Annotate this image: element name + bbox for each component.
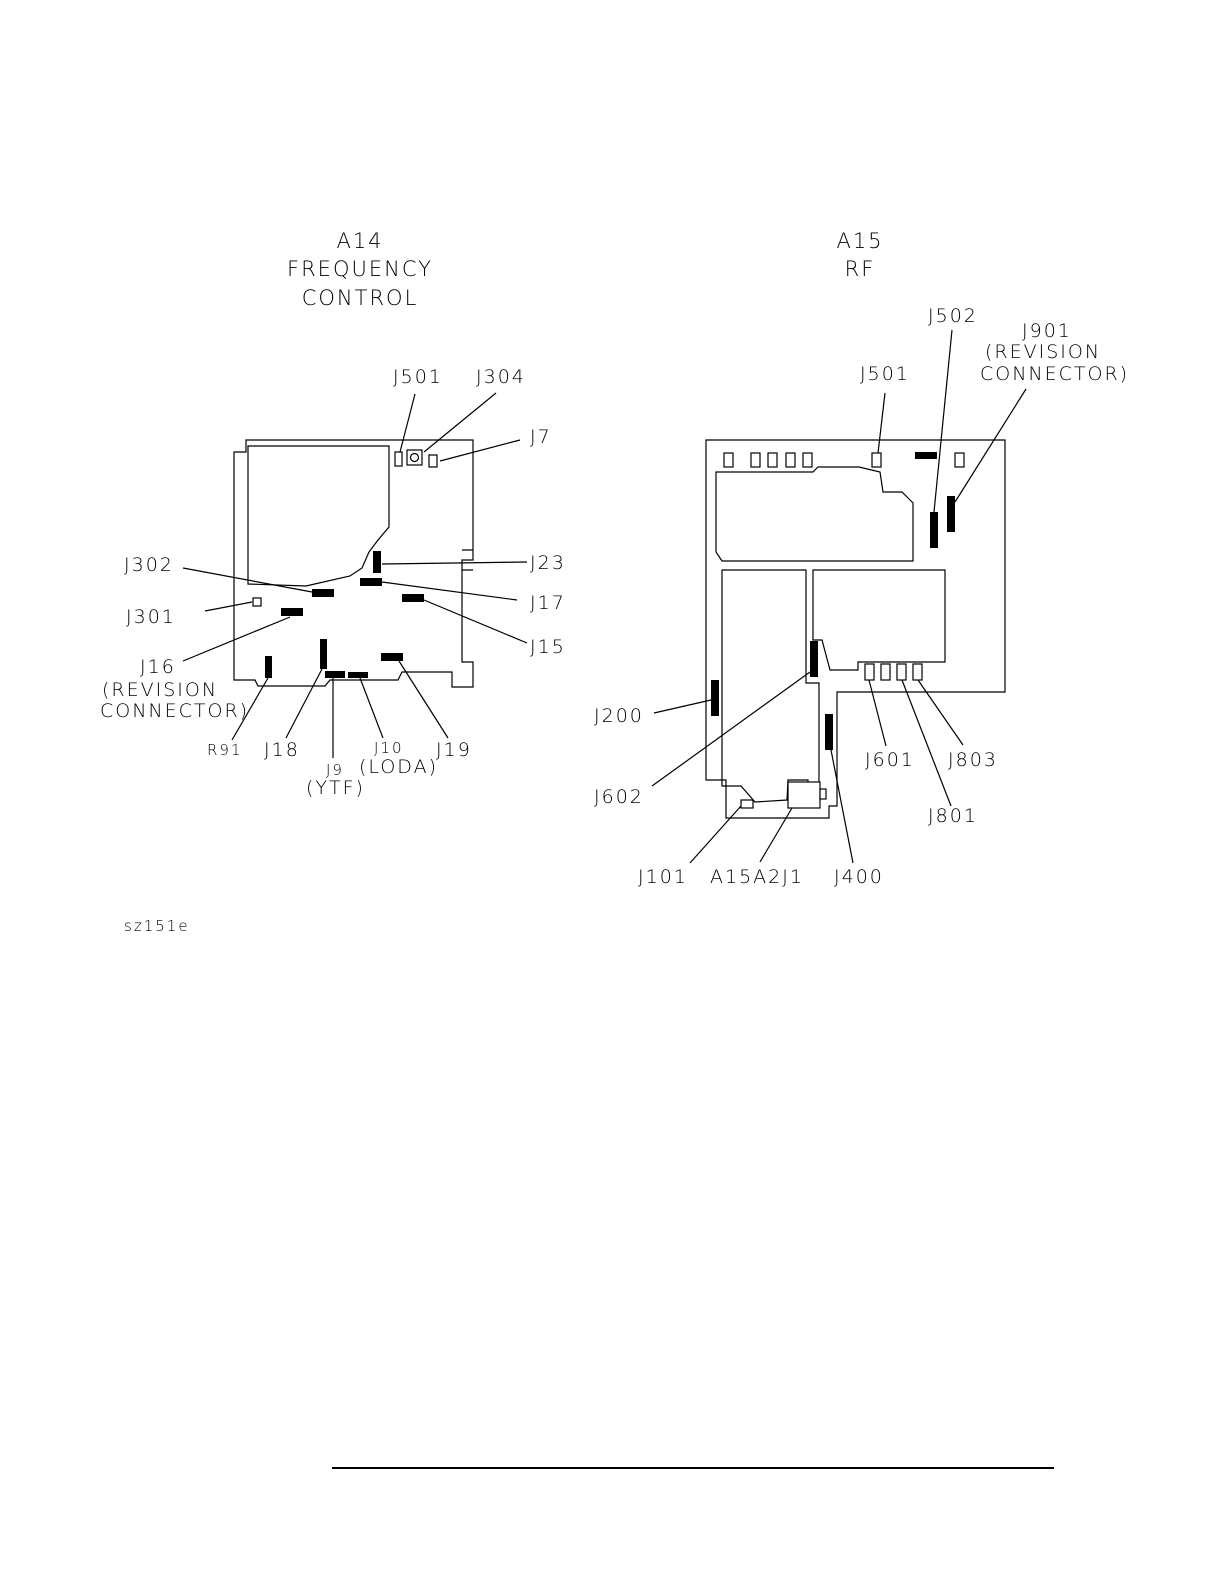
a14-j18-leader <box>286 669 322 738</box>
a15-top-connector-5 <box>803 453 812 467</box>
a15-top-connector-7 <box>955 453 964 467</box>
a14-j23-connector <box>373 551 381 573</box>
a15-board: A15 RF <box>594 229 1129 888</box>
footer-rule <box>332 1467 1054 1469</box>
a15-j502-leader <box>934 330 952 512</box>
a15-j101-connector <box>741 800 753 808</box>
a15-j501-leader <box>878 393 885 453</box>
a14-j16-label-line-2: (REVISION <box>102 679 218 701</box>
a15-right-shield <box>813 570 945 670</box>
a15-top-connector-1 <box>724 453 733 467</box>
a14-j301-label: J301 <box>126 606 176 628</box>
a15-j400-label: J400 <box>834 866 884 888</box>
a14-j302-connector <box>312 589 334 597</box>
a14-r91-label: R91 <box>207 741 243 759</box>
a14-j16-connector <box>281 608 303 616</box>
a14-j19-label: J19 <box>436 739 472 761</box>
a14-j304-leader <box>424 393 496 452</box>
a15-j601-leader <box>869 680 886 746</box>
a14-shield-outline <box>248 446 389 586</box>
a14-j15-connector <box>402 594 424 602</box>
a15-j200-leader <box>654 700 711 713</box>
a14-title-line-1: A14 <box>336 229 383 253</box>
a14-j301-leader <box>205 602 252 611</box>
a15-j200-label: J200 <box>594 705 644 727</box>
a15-j803-leader <box>918 680 963 745</box>
a14-j23-label: J23 <box>530 552 566 574</box>
a14-j304-circle <box>411 454 419 462</box>
a15-j602-connector <box>810 641 818 677</box>
a14-title-line-3: CONTROL <box>302 286 419 310</box>
a15-j801-label: J801 <box>928 805 978 827</box>
a14-j17-label: J17 <box>530 592 566 614</box>
a14-j9-label-line-2: (YTF) <box>306 777 365 799</box>
a14-j10-leader <box>360 678 383 738</box>
a15-connector-extra <box>881 664 890 680</box>
a15-j901-label-line-2: (REVISION <box>985 341 1101 363</box>
a15-a15a2j1-label: A15A2J1 <box>710 866 804 888</box>
a14-j18-label: J18 <box>264 739 300 761</box>
a14-j15-label: J15 <box>530 636 566 658</box>
a14-j501-leader <box>400 394 415 452</box>
a14-j16-label-line-3: CONNECTOR) <box>100 700 249 722</box>
a15-top-connector-3 <box>768 453 777 467</box>
a15-a15a2j1-connector <box>788 782 820 808</box>
a15-j400-connector <box>825 714 833 750</box>
a14-j10-label-line-2: (LODA) <box>359 756 438 778</box>
a15-j101-label: J101 <box>638 866 688 888</box>
a15-top-connector-4 <box>786 453 795 467</box>
a14-j10-connector <box>348 672 368 678</box>
a15-j901-leader <box>955 389 1026 502</box>
a14-j7-connector <box>429 455 437 467</box>
a15-top-connector-2 <box>751 453 760 467</box>
a15-j602-label: J602 <box>594 786 644 808</box>
a14-j7-leader <box>440 440 520 461</box>
a15-j101-leader <box>690 806 741 863</box>
a15-j200-connector <box>711 680 719 716</box>
a14-j16-label-line-1: J16 <box>140 656 176 678</box>
a14-j17-connector <box>360 578 382 586</box>
a15-j601-connector <box>865 664 874 680</box>
a15-j801-connector <box>897 664 906 680</box>
a15-title-line-2: RF <box>845 257 876 281</box>
a15-upper-shield <box>716 467 913 561</box>
a15-j502-connector <box>930 512 938 548</box>
a14-j10-label-line-1: J10 <box>374 739 404 757</box>
a15-top-header-connector <box>915 452 937 459</box>
a15-j601-label: J601 <box>865 749 915 771</box>
a14-j501-connector <box>395 452 402 466</box>
a14-j9-connector <box>325 671 345 678</box>
a14-title-line-2: FREQUENCY <box>287 257 433 281</box>
a15-j901-connector <box>947 496 955 532</box>
a15-j801-leader <box>902 680 951 806</box>
a14-j302-label: J302 <box>124 554 174 576</box>
a15-j501-connector <box>872 453 881 467</box>
a14-r91-connector <box>265 656 272 678</box>
a15-j901-label-line-3: CONNECTOR) <box>980 363 1129 385</box>
a14-j7-label: J7 <box>530 426 552 448</box>
a14-j16-leader <box>183 617 290 661</box>
a15-title-line-1: A15 <box>836 229 883 253</box>
a15-j502-label: J502 <box>928 305 978 327</box>
a15-j602-leader <box>652 672 810 786</box>
a14-j304-label: J304 <box>476 366 526 388</box>
a14-j23-leader <box>382 562 527 564</box>
a15-a15a2j1-stub <box>820 789 826 799</box>
figure-id: sz151e <box>124 917 190 935</box>
a14-j18-connector <box>320 639 327 669</box>
a15-a15a2j1-leader <box>760 808 792 862</box>
a15-j501-label: J501 <box>860 363 910 385</box>
a14-j19-connector <box>381 653 403 661</box>
a15-left-shield <box>722 570 819 802</box>
a15-j901-label-line-1: J901 <box>1022 320 1072 342</box>
a15-j803-label: J803 <box>948 749 998 771</box>
a14-j301-connector <box>253 598 261 606</box>
a14-board: A14 FREQUENCY CONTROL <box>100 229 566 799</box>
a14-j15-leader <box>424 600 527 643</box>
a14-j501-label: J501 <box>393 366 443 388</box>
a15-j803-connector <box>913 664 922 680</box>
